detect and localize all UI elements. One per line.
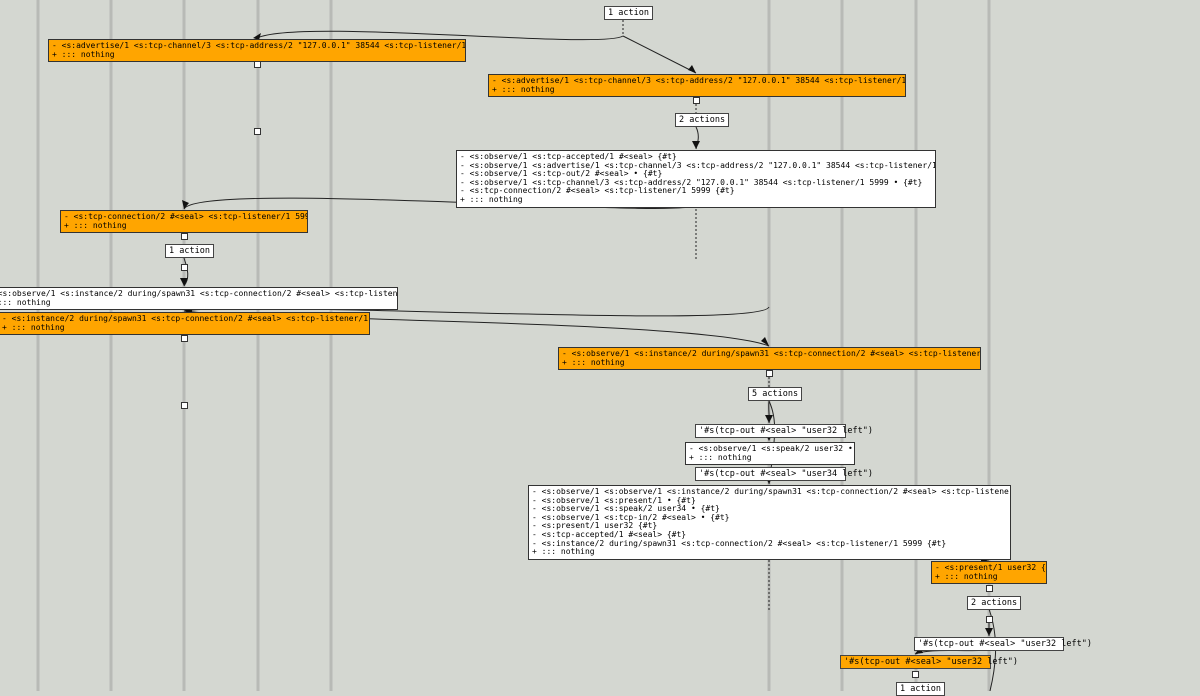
- node-line: - <s:present/1 user32 {11}: [935, 563, 1046, 572]
- port-square-icon: [254, 128, 261, 135]
- port-square-icon: [766, 370, 773, 377]
- node-line: - <s:observe/1 <s:tcp-accepted/1 #<seal>…: [460, 152, 677, 161]
- port-square-icon: [254, 61, 261, 68]
- node-line: + ::: nothing: [2, 322, 65, 332]
- turn-node-observe-instance[interactable]: - <s:observe/1 <s:instance/2 during/spaw…: [558, 347, 981, 371]
- port-square-icon: [181, 233, 188, 240]
- actor-lanes: [36, 0, 991, 691]
- port-square-icon: [181, 335, 188, 342]
- action-count-label[interactable]: 2 actions: [675, 113, 730, 127]
- port-square-icon: [986, 585, 993, 592]
- dotted-edges: [622, 20, 770, 612]
- node-line: - <s:advertise/1 <s:tcp-channel/3 <s:tcp…: [52, 41, 466, 50]
- node-line: + ::: nothing: [562, 357, 625, 367]
- node-line: + ::: nothing: [460, 194, 523, 204]
- node-line: - <s:observe/1 <s:tcp-out/2 #<seal> • {#…: [460, 169, 663, 179]
- patch-node[interactable]: - <s:observe/1 <s:tcp-accepted/1 #<seal>…: [456, 150, 936, 208]
- patch-node-observe-instance[interactable]: - <s:observe/1 <s:instance/2 during/spaw…: [0, 287, 398, 311]
- node-line: + ::: nothing: [52, 49, 115, 59]
- node-line: - <s:instance/2 during/spawn31 <s:tcp-co…: [532, 538, 947, 548]
- port-square-icon: [912, 671, 919, 678]
- node-line: - <s:tcp-connection/2 #<seal> <s:tcp-lis…: [64, 212, 307, 221]
- node-line: - <s:observe/1 <s:instance/2 during/spaw…: [562, 349, 981, 358]
- node-line: - <s:observe/1 <s:instance/2 during/spaw…: [0, 289, 398, 298]
- node-line: - <s:observe/1 <s:tcp-in/2 #<seal> • {#t…: [532, 512, 730, 522]
- patch-node-speak[interactable]: - <s:observe/1 <s:speak/2 user32 • {#t} …: [685, 442, 855, 466]
- node-line: - <s:observe/1 <s:advertise/1 <s:tcp-cha…: [460, 160, 936, 170]
- node-line: - <s:observe/1 <s:present/1 • {#t}: [532, 495, 696, 505]
- turn-node-tcp-connection[interactable]: - <s:tcp-connection/2 #<seal> <s:tcp-lis…: [60, 210, 308, 234]
- arrowheads: [180, 33, 993, 654]
- message-node[interactable]: '#s(tcp-out #<seal> "user32 left"): [914, 637, 1092, 651]
- turn-node-message[interactable]: '#s(tcp-out #<seal> "user32 left"): [840, 655, 1018, 669]
- port-square-icon: [693, 97, 700, 104]
- node-line: + ::: nothing: [492, 84, 555, 94]
- node-line: - <s:observe/1 <s:speak/2 user32 • {#t}: [689, 444, 853, 453]
- node-line: - <s:tcp-accepted/1 #<seal> {#t}: [532, 529, 687, 539]
- action-count-label[interactable]: 1 action: [604, 6, 653, 20]
- turn-node-instance[interactable]: - <s:instance/2 during/spawn31 <s:tcp-co…: [0, 312, 370, 336]
- message-node[interactable]: '#s(tcp-out #<seal> "user32 left"): [695, 424, 873, 438]
- node-line: - <s:tcp-connection/2 #<seal> <s:tcp-lis…: [460, 186, 735, 196]
- action-count-label[interactable]: 2 actions: [967, 596, 1022, 610]
- node-line: + ::: nothing: [532, 547, 595, 557]
- action-count-label[interactable]: 1 action: [896, 682, 945, 696]
- port-square-icon: [181, 264, 188, 271]
- node-line: - <s:observe/1 <s:tcp-channel/3 <s:tcp-a…: [460, 177, 923, 187]
- port-square-icon: [986, 616, 993, 623]
- node-line: - <s:instance/2 during/spawn31 <s:tcp-co…: [2, 314, 369, 323]
- node-line: + ::: nothing: [0, 297, 51, 307]
- node-line: - <s:present/1 user32 {#t}: [532, 521, 658, 531]
- node-line: - <s:observe/1 <s:speak/2 user34 • {#t}: [532, 504, 720, 514]
- node-line: - <s:advertise/1 <s:tcp-channel/3 <s:tcp…: [492, 76, 906, 85]
- message-node[interactable]: '#s(tcp-out #<seal> "user34 left"): [695, 467, 873, 481]
- patch-node-large[interactable]: - <s:observe/1 <s:observe/1 <s:instance/…: [528, 485, 1011, 560]
- node-line: + ::: nothing: [64, 220, 127, 230]
- node-line: - <s:observe/1 <s:observe/1 <s:instance/…: [532, 487, 1010, 496]
- port-square-icon: [181, 402, 188, 409]
- action-count-label[interactable]: 1 action: [165, 244, 214, 258]
- turn-node-present[interactable]: - <s:present/1 user32 {11} + ::: nothing: [931, 561, 1047, 585]
- turn-node-advertise-left[interactable]: - <s:advertise/1 <s:tcp-channel/3 <s:tcp…: [48, 39, 466, 63]
- action-count-label[interactable]: 5 actions: [748, 387, 803, 401]
- node-line: + ::: nothing: [689, 452, 752, 462]
- node-line: + ::: nothing: [935, 571, 998, 581]
- turn-node-advertise-right[interactable]: - <s:advertise/1 <s:tcp-channel/3 <s:tcp…: [488, 74, 906, 98]
